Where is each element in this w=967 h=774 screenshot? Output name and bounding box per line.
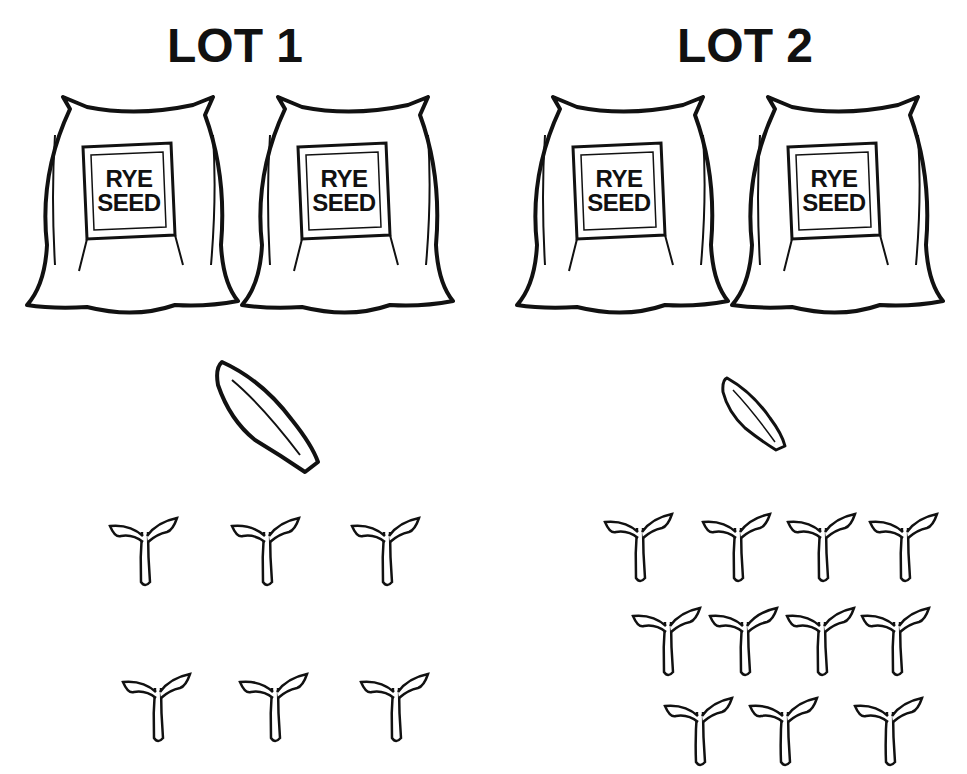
sprouts-lot-2 (605, 514, 937, 765)
seed-bag: RYE SEED (515, 95, 730, 327)
bag-label: RYE SEED (302, 167, 386, 215)
large-seed (217, 362, 318, 472)
seed-bag: RYE SEED (730, 95, 945, 327)
bag-label: RYE SEED (792, 167, 876, 215)
seed-bag: RYE SEED (240, 95, 455, 327)
small-seed (723, 378, 785, 450)
seed-bag: RYE SEED (25, 95, 240, 327)
lot-heading: LOT 1 (167, 18, 303, 73)
bag-label: RYE SEED (577, 167, 661, 215)
bag-label: RYE SEED (87, 167, 171, 215)
lot-heading: LOT 2 (677, 18, 813, 73)
sprouts-lot-1 (110, 518, 428, 741)
